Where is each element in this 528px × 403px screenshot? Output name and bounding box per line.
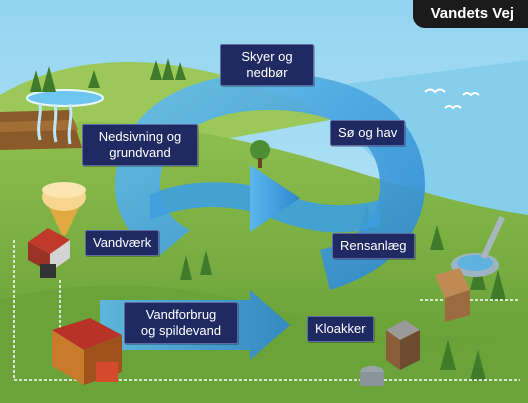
birds — [424, 88, 480, 110]
label-lake-sea: Sø og hav — [330, 120, 406, 146]
houses — [52, 318, 122, 385]
center-arrow — [250, 165, 300, 232]
label-waterworks: Vandværk — [85, 230, 160, 256]
trees-far — [30, 58, 186, 92]
label-seepage-groundwater: Nedsivning og grundvand — [82, 124, 198, 166]
label-sewers: Kloakker — [307, 316, 374, 342]
waterworks-building — [28, 228, 70, 278]
tree-round — [250, 140, 270, 160]
sewage-plant — [435, 215, 506, 322]
label-clouds-precipitation: Skyer og nedbør — [220, 44, 314, 86]
pond — [26, 89, 104, 107]
sewer-building — [360, 320, 420, 386]
water-tower — [42, 182, 86, 235]
label-water-use-wastewater: Vandforbrug og spildevand — [124, 302, 238, 344]
page-title: Vandets Vej — [412, 0, 528, 28]
seepage-lines — [37, 103, 73, 145]
label-treatment-plant: Rensanlæg — [332, 233, 415, 259]
